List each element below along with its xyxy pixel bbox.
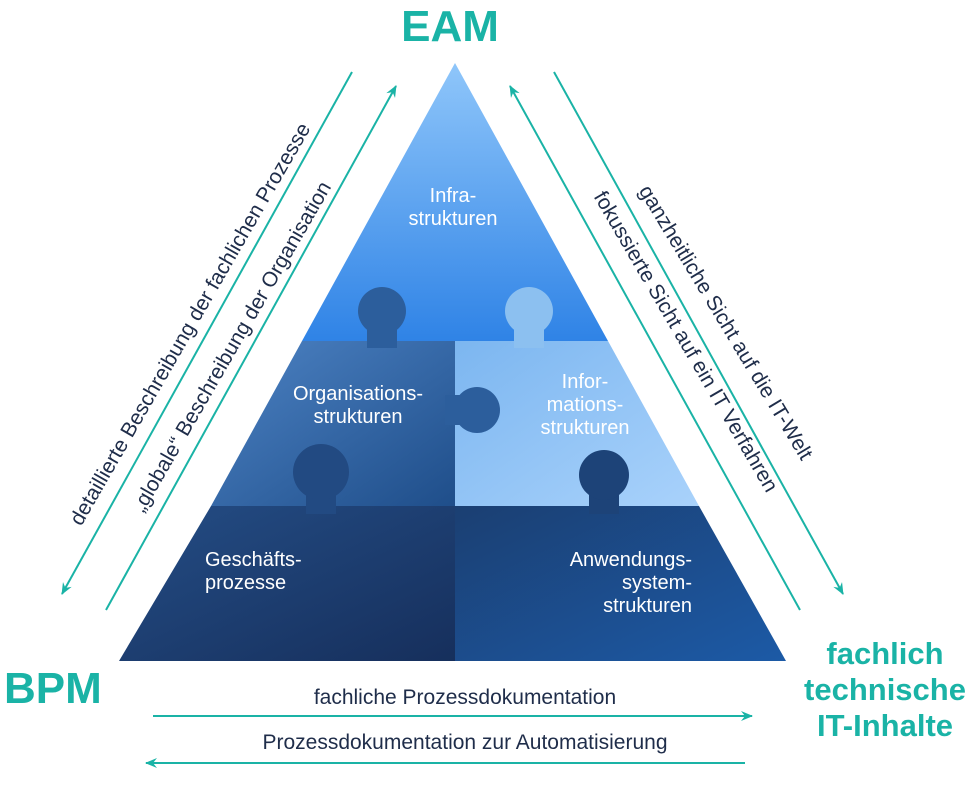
segment-organisationsstrukturen xyxy=(211,341,455,506)
label-anw-line-2: system- xyxy=(622,572,692,594)
label-gp-line-1: Geschäfts- xyxy=(205,549,302,571)
label-geschaeftsprozesse: Geschäfts- prozesse xyxy=(205,549,335,595)
corner-it-line-3: IT-Inhalte xyxy=(816,708,954,743)
label-informationsstrukturen: Infor- mations- strukturen xyxy=(515,371,655,440)
arrow-left-inner xyxy=(105,85,397,611)
puzzle-knob-organisation-right xyxy=(445,387,500,433)
label-infrastrukturen: Infra- strukturen xyxy=(383,185,523,231)
label-infra-line-1: Infra- xyxy=(429,185,477,207)
label-org-line-1: Organisations- xyxy=(292,383,424,405)
segment-informationsstrukturen xyxy=(455,341,699,506)
label-infra-line-2: strukturen xyxy=(408,208,498,230)
segment-geschaeftsprozesse xyxy=(119,506,455,661)
corner-label-eam: EAM xyxy=(401,2,499,51)
puzzle-knob-organisation xyxy=(358,287,406,348)
segment-infrastrukturen xyxy=(302,63,608,341)
label-anw-line-1: Anwendungs- xyxy=(569,549,692,571)
label-inf-line-1: Infor- xyxy=(561,371,609,393)
label-anw-line-3: strukturen xyxy=(603,595,692,617)
corner-it-line-1: fachlich xyxy=(826,636,944,671)
label-gp-line-2: prozesse xyxy=(205,572,287,594)
puzzle-knob-anwendung xyxy=(579,450,629,514)
arrow-right-inner xyxy=(509,85,801,611)
label-org-line-2: strukturen xyxy=(313,406,403,428)
puzzle-knob-information xyxy=(505,287,553,348)
corner-label-bpm: BPM xyxy=(4,664,102,713)
corner-it-line-2: technische xyxy=(804,672,966,707)
puzzle-knob-geschaeft xyxy=(293,444,349,514)
segment-anwendungssystemstrukturen xyxy=(455,506,786,661)
bottom-label-to-left: Prozessdokumentation zur Automatisierung xyxy=(262,731,668,754)
label-organisationsstrukturen: Organisations- strukturen xyxy=(268,383,448,429)
label-inf-line-2: mations- xyxy=(546,394,624,416)
arrow-left-outer xyxy=(61,71,353,595)
bottom-label-to-right: fachliche Prozessdokumentation xyxy=(313,686,617,709)
arrow-right-outer xyxy=(553,71,844,595)
corner-label-it-inhalte: fachlich technische IT-Inhalte xyxy=(790,636,978,744)
label-inf-line-3: strukturen xyxy=(540,417,630,439)
label-anwendungssystemstrukturen: Anwendungs- system- strukturen xyxy=(532,549,692,618)
